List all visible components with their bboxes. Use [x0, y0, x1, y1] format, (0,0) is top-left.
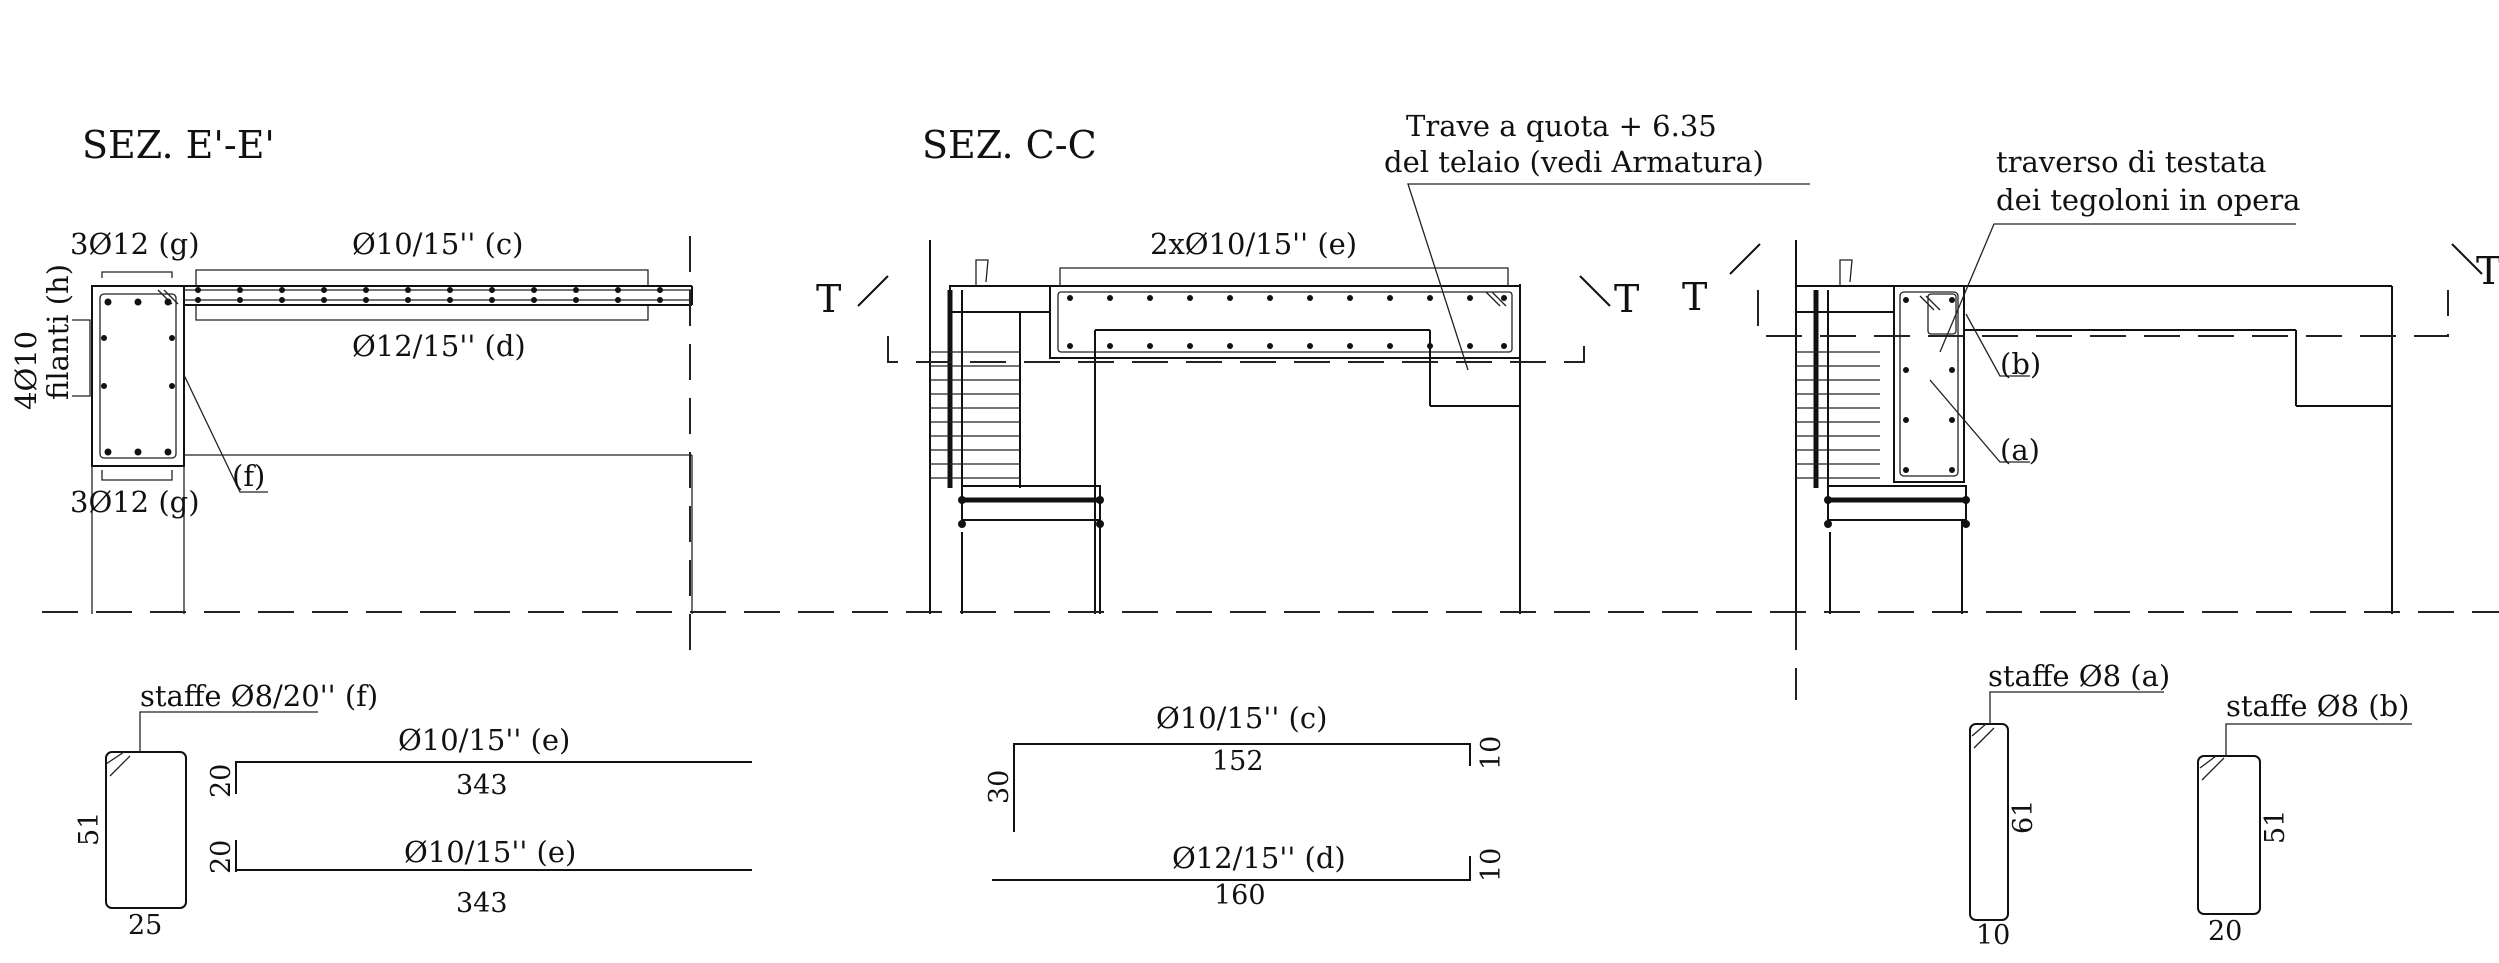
- hatch: [930, 351, 1020, 479]
- shape-staffe-f: [105, 751, 187, 909]
- dim-staffe-f-h: 51: [74, 812, 105, 846]
- beam-note-2: del telaio (vedi Armatura): [1384, 145, 1764, 179]
- dim-staffe-f-w: 25: [128, 910, 162, 941]
- label-bottom-bars: Ø12/15'' (d): [352, 329, 526, 363]
- section-right: T T traverso di testata dei tegoloni in …: [1682, 145, 2499, 614]
- beam-bars: [101, 298, 175, 456]
- slab-bars: [195, 287, 663, 303]
- label-staffe-b: staffe Ø8 (b): [2226, 689, 2409, 723]
- label-staffe-a: staffe Ø8 (a): [1988, 659, 2170, 693]
- dim-staffe-a-h: 61: [2008, 800, 2039, 834]
- label-staffe-f: staffe Ø8/20'' (f): [140, 679, 378, 713]
- cut-mark-right: T: [1614, 277, 1639, 321]
- beam-outline: [1049, 285, 1521, 359]
- label-bottom-corner: 3Ø12 (g): [70, 485, 200, 519]
- shape-bar-c: [1013, 743, 1471, 832]
- bar-schedule: staffe Ø8/20'' (f) 51 25 Ø10/15'' (e) 20…: [74, 659, 2412, 951]
- beam-note-1: Trave a quota + 6.35: [1406, 109, 1717, 143]
- dim-bar-d-right: 10: [1476, 848, 1507, 882]
- beam-bars: [1067, 295, 1507, 349]
- dim-bar-e2-hook: 20: [206, 840, 237, 874]
- hatch: [1796, 351, 1880, 479]
- cut-mark-left: T: [1682, 275, 1707, 319]
- section-c: SEZ. C-C T: [816, 109, 1810, 614]
- stirrup-f: [99, 293, 177, 459]
- traverso-outline: [1893, 285, 1965, 483]
- shape-bar-e1: [235, 761, 752, 794]
- shape-staffe-b: [2197, 755, 2261, 915]
- cut-mark-left: T: [816, 277, 841, 321]
- label-b: (b): [2000, 347, 2041, 381]
- dim-bar-c-len: 152: [1212, 746, 1264, 777]
- dim-bar-c-left: 30: [984, 770, 1015, 804]
- section-c-title: SEZ. C-C: [922, 123, 1097, 167]
- shape-staffe-a: [1969, 723, 2009, 921]
- label-top-bars: 2xØ10/15'' (e): [1150, 227, 1357, 261]
- label-stirrup-f: (f): [232, 459, 265, 493]
- dim-staffe-b-h: 51: [2260, 810, 2291, 844]
- label-bar-e1: Ø10/15'' (e): [398, 723, 570, 757]
- label-bar-c: Ø10/15'' (c): [1156, 701, 1327, 735]
- label-side-a: 4Ø10: [9, 331, 43, 410]
- beam-outline: [91, 285, 185, 467]
- label-bar-d: Ø12/15'' (d): [1172, 841, 1346, 875]
- dim-bar-c-right: 10: [1476, 736, 1507, 770]
- dim-staffe-b-w: 20: [2208, 916, 2242, 947]
- section-e-title: SEZ. E'-E': [82, 123, 275, 167]
- cut-mark-right: T: [2476, 249, 2499, 293]
- section-e: SEZ. E'-E': [9, 123, 693, 650]
- shape-bar-d: [992, 856, 1471, 881]
- traverso-bars: [1903, 297, 1955, 473]
- dim-bar-e1-hook: 20: [206, 764, 237, 798]
- dim-bar-e1-len: 343: [456, 770, 508, 801]
- dim-bar-e2-len: 343: [456, 888, 508, 919]
- label-bar-e2: Ø10/15'' (e): [404, 835, 576, 869]
- label-top-corner: 3Ø12 (g): [70, 227, 200, 261]
- dim-staffe-a-w: 10: [1976, 920, 2010, 951]
- label-top-bars: Ø10/15'' (c): [352, 227, 523, 261]
- label-side-b: filanti (h): [41, 264, 75, 400]
- traverso-note-2: dei tegoloni in opera: [1996, 183, 2300, 217]
- dim-bar-d-len: 160: [1214, 880, 1266, 911]
- label-a: (a): [2000, 433, 2040, 467]
- traverso-note-1: traverso di testata: [1996, 145, 2266, 179]
